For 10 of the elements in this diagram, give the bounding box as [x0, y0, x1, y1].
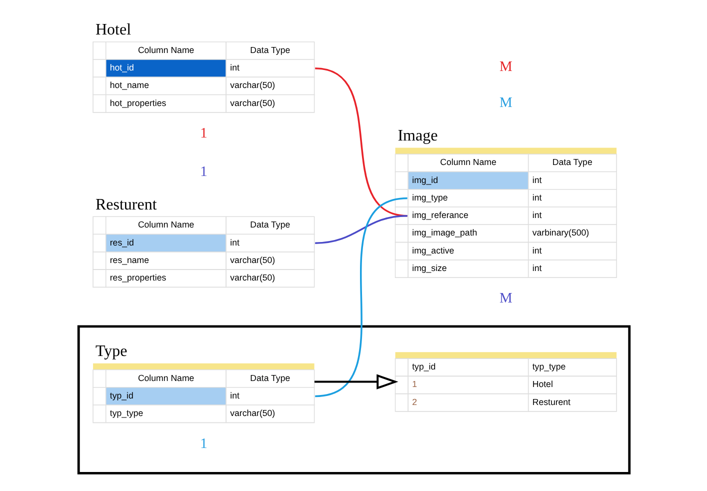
label: 1	[200, 164, 207, 180]
node-label: Image	[397, 127, 438, 144]
label: M	[499, 290, 512, 307]
label: 1	[200, 126, 207, 142]
node-text: Type Column Name Data Type typ_id int typ_type varchar(50)	[94, 343, 290, 418]
label: M	[499, 59, 512, 76]
label: 1	[200, 436, 207, 452]
node-label: Resturent	[94, 196, 156, 214]
label: M	[499, 95, 512, 112]
node-text: Hotel Column Name Data Type hot_id int hot_name varchar(50) hot_properties varchar(50)	[94, 22, 290, 108]
